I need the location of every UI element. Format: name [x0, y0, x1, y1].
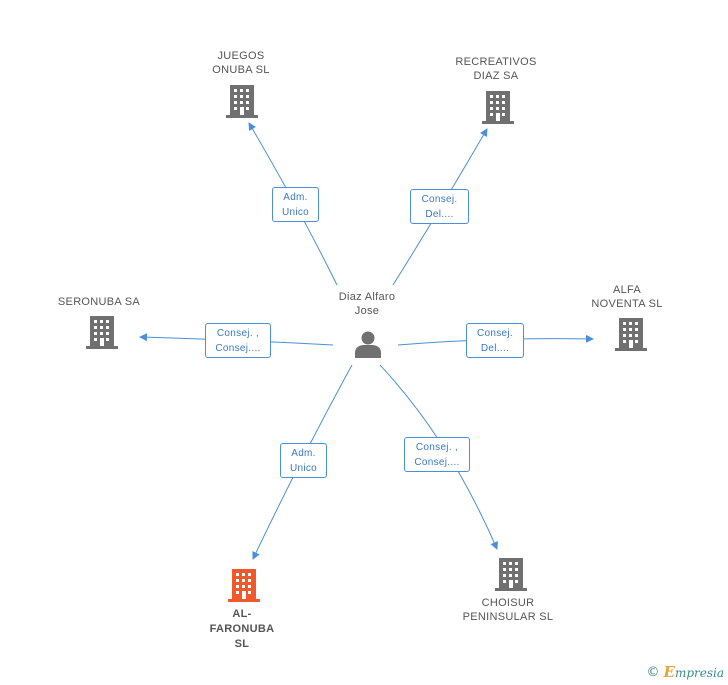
company-label-choisur[interactable]: CHOISUR PENINSULAR SL [463, 596, 554, 624]
brand-logo[interactable]: Empresia [664, 663, 725, 681]
company-name-line: JUEGOS [217, 50, 265, 62]
building-icon[interactable] [85, 314, 119, 350]
company-label-recreativos[interactable]: RECREATIVOS DIAZ SA [455, 55, 536, 83]
relation-box-alfa[interactable]: Consej. Del.... [466, 323, 524, 358]
company-name-line: SL [234, 638, 250, 650]
relation-box-seronuba[interactable]: Consej. , Consej.... [205, 323, 271, 358]
relation-role: Unico [289, 463, 318, 474]
company-name-line: FARONUBA [209, 623, 275, 635]
brand-initial: E [663, 663, 675, 681]
company-label-alfaronuba[interactable]: AL- FARONUBA SL [210, 607, 275, 652]
relation-role: Unico [281, 207, 310, 218]
company-name-line: PENINSULAR SL [462, 611, 554, 623]
relation-box-choisur[interactable]: Consej. , Consej.... [404, 437, 470, 472]
company-name-line: CHOISUR [481, 597, 535, 609]
company-name-line: ONUBA SL [212, 64, 270, 76]
company-name-line: DIAZ SA [473, 70, 519, 82]
building-icon[interactable] [494, 556, 528, 592]
building-icon[interactable] [481, 89, 515, 125]
relation-role: Consej.... [414, 457, 460, 468]
person-name[interactable]: Diaz Alfaro Jose [339, 290, 396, 318]
relation-box-alfaronuba[interactable]: Adm. Unico [280, 443, 327, 478]
footer-brand: © Empresia [647, 663, 725, 681]
company-name-line: ALFA [612, 284, 642, 296]
person-name-line: Jose [354, 305, 380, 317]
relation-box-juegos[interactable]: Adm. Unico [272, 187, 319, 222]
relation-role: Del.... [425, 209, 454, 220]
company-name-line: NOVENTA SL [591, 298, 663, 310]
relation-role: Consej. [476, 328, 513, 339]
company-label-juegos[interactable]: JUEGOS ONUBA SL [212, 49, 269, 77]
company-name-line: AL- [232, 608, 252, 620]
company-name-line: SERONUBA SA [57, 296, 141, 308]
building-icon-highlighted[interactable] [227, 567, 261, 603]
person-name-line: Diaz Alfaro [338, 291, 396, 303]
person-icon[interactable] [353, 329, 383, 359]
relation-role: Consej.... [215, 343, 261, 354]
company-name-line: RECREATIVOS [455, 56, 537, 68]
relation-box-recreativos[interactable]: Consej. Del.... [410, 189, 469, 224]
relation-role: Del.... [480, 343, 510, 354]
relation-role: Adm. [291, 448, 316, 459]
relation-role: Consej. , [216, 328, 260, 339]
relation-role: Adm. [283, 192, 308, 203]
relation-role: Consej. , [415, 442, 459, 453]
building-icon[interactable] [614, 316, 648, 352]
relation-role: Consej. [421, 194, 458, 205]
copyright-icon: © [646, 664, 660, 680]
brand-name: mpresia [674, 666, 724, 680]
company-label-alfa[interactable]: ALFA NOVENTA SL [591, 283, 662, 311]
company-label-seronuba[interactable]: SERONUBA SA [58, 295, 140, 309]
building-icon[interactable] [225, 83, 259, 119]
